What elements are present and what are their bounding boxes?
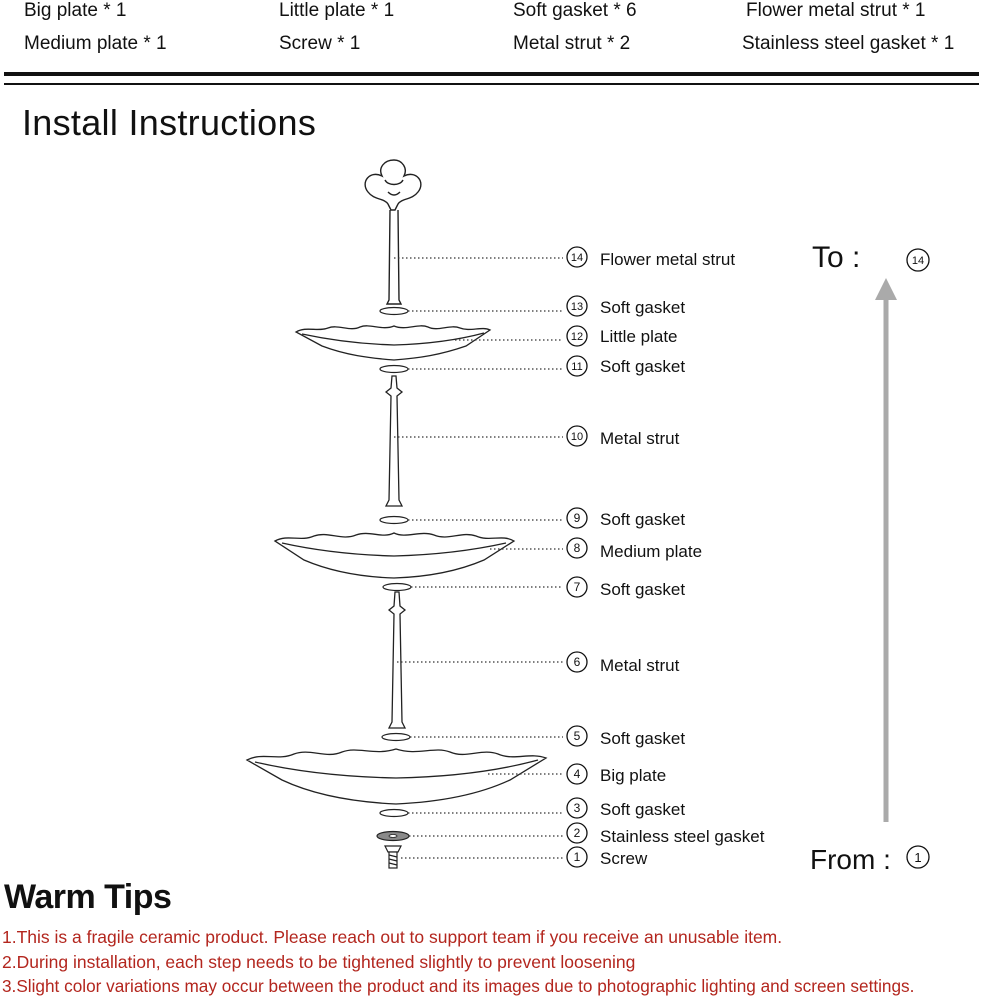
part-screw: Screw * 1 [279,33,361,54]
step-label: Flower metal strut [600,250,735,269]
step-number: 9 [574,511,581,525]
step-13: 13 Soft gasket [566,295,685,317]
step-label: Soft gasket [600,510,685,529]
step-5: 5 Soft gasket [566,725,685,748]
step-label: Soft gasket [600,729,685,748]
install-title: Install Instructions [22,102,317,143]
step-label: Soft gasket [600,298,685,317]
step-3: 3 Soft gasket [566,797,685,819]
step-6: 6 Metal strut [566,651,680,675]
step-number: 5 [574,729,581,743]
part-flower-metal-strut: Flower metal strut * 1 [746,0,926,21]
from-number: 1 [914,850,921,865]
stainless-steel-gasket-illustration [376,830,410,842]
warm-tip-3: 3.Slight color variations may occur betw… [2,976,915,996]
step-number: 1 [574,850,581,864]
part-big-plate: Big plate * 1 [24,0,127,21]
to-label: To : [812,241,860,274]
step-label: Big plate [600,766,666,785]
step-label: Soft gasket [600,580,685,599]
step-label: Little plate [600,327,678,346]
screw-illustration [384,845,402,869]
step-2: 2 Stainless steel gasket [566,822,765,846]
step-number: 3 [574,801,581,815]
step-label: Soft gasket [600,357,685,376]
soft-gasket-3-illustration [379,808,409,818]
step-7: 7 Soft gasket [566,576,685,599]
step-number: 13 [571,301,583,313]
soft-gasket-9-illustration [379,515,409,525]
soft-gasket-13-illustration [379,306,409,316]
step-12: 12 Little plate [566,325,678,347]
part-soft-gasket: Soft gasket * 6 [513,0,637,21]
parts-list: Big plate * 1 Little plate * 1 Soft gask… [0,0,983,60]
step-label: Screw [600,849,648,868]
warm-tip-2: 2.During installation, each step needs t… [2,952,636,972]
step-1: 1 Screw [566,846,648,868]
to-number: 14 [912,255,924,267]
step-label: Medium plate [600,542,702,561]
leader-lines [394,257,563,859]
warm-tip-1: 1.This is a fragile ceramic product. Ple… [2,927,783,947]
part-metal-strut: Metal strut * 2 [513,33,631,54]
from-circle [906,845,930,869]
part-little-plate: Little plate * 1 [279,0,395,21]
step-4: 4 Big plate [566,763,666,785]
step-label: Metal strut [600,656,680,675]
step-label: Soft gasket [600,800,685,819]
metal-strut-10-illustration [384,375,404,507]
metal-strut-6-illustration [387,591,407,729]
step-14: 14 Flower metal strut [566,246,735,269]
from-label: From : [810,844,891,875]
step-number: 4 [574,767,581,781]
warm-tips-title: Warm Tips [4,878,172,916]
step-label: Metal strut [600,429,680,448]
medium-plate-illustration [273,532,516,579]
divider-thin [4,83,979,85]
to-circle [906,248,930,272]
part-medium-plate: Medium plate * 1 [24,33,167,54]
assembly-diagram: 14 Flower metal strut 13 Soft gasket 12 … [245,159,930,875]
little-plate-illustration [294,325,492,361]
flower-metal-strut-illustration [364,159,422,305]
step-number: 10 [571,431,583,443]
step-label: Stainless steel gasket [600,827,765,846]
soft-gasket-11-illustration [379,364,409,374]
soft-gasket-7-illustration [382,582,412,592]
step-11: 11 Soft gasket [566,355,685,377]
soft-gasket-5-illustration [381,732,411,742]
step-number: 14 [571,252,583,264]
big-plate-illustration [245,748,548,805]
step-number: 6 [574,655,581,669]
arrow-up-icon [875,278,897,300]
step-10: 10 Metal strut [566,425,680,448]
step-number: 7 [574,580,581,594]
part-stainless-steel-gasket: Stainless steel gasket * 1 [742,33,955,54]
step-8: 8 Medium plate [566,537,702,561]
step-number: 11 [571,361,582,373]
step-number: 8 [574,541,581,555]
step-number: 12 [571,331,583,343]
step-9: 9 Soft gasket [566,507,685,529]
divider-thick [4,72,979,76]
step-number: 2 [574,826,581,840]
